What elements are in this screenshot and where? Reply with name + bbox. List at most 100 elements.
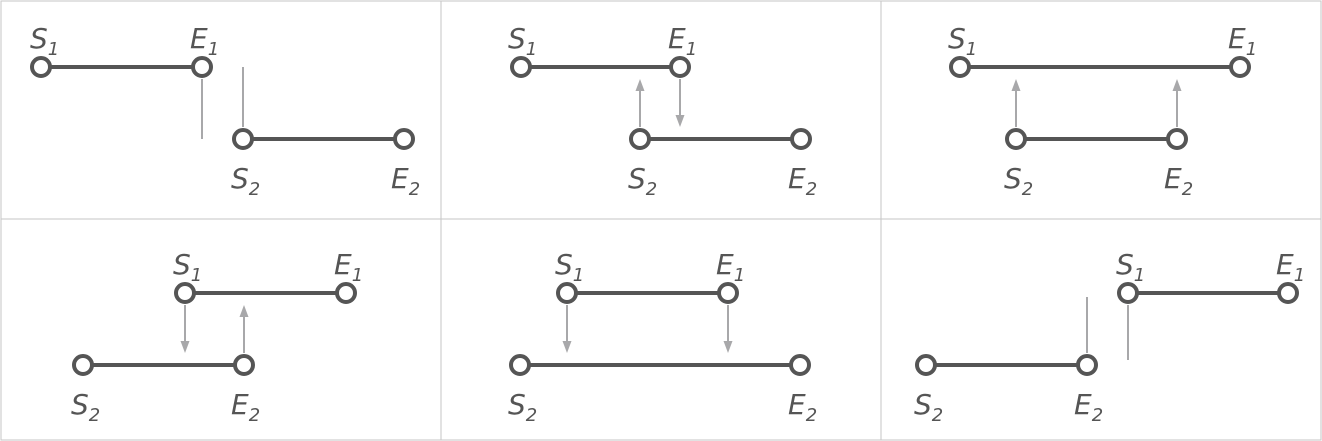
label-s1-subscript: 1 <box>48 39 59 60</box>
label-e1-letter: E <box>334 248 352 281</box>
label-s1: S1 <box>508 22 537 60</box>
start-2-node <box>915 354 937 376</box>
label-e1: E1 <box>716 248 745 286</box>
end-2-node <box>393 128 415 150</box>
label-s1: S1 <box>555 248 584 286</box>
panel-border <box>880 218 1322 441</box>
panel-border <box>880 0 1322 220</box>
label-e2-subscript: 2 <box>249 405 260 426</box>
end-1-node <box>335 282 357 304</box>
label-s1-subscript: 1 <box>1134 265 1145 286</box>
label-e1: E1 <box>668 22 697 60</box>
label-e2: E2 <box>391 162 420 200</box>
label-e1-letter: E <box>668 22 686 55</box>
label-s2-subscript: 2 <box>526 405 537 426</box>
label-e1-letter: E <box>1276 248 1294 281</box>
label-s1-letter: S <box>30 22 48 55</box>
label-e2-letter: E <box>788 388 806 421</box>
label-e1-letter: E <box>190 22 208 55</box>
connector-1-arrow-head <box>1011 79 1021 91</box>
start-1-node <box>949 56 971 78</box>
connector-2-arrow-head <box>1172 79 1182 91</box>
label-e1-subscript: 1 <box>352 265 363 286</box>
label-e1: E1 <box>190 22 219 60</box>
label-s2-subscript: 2 <box>1022 179 1033 200</box>
label-e1-subscript: 1 <box>734 265 745 286</box>
label-s1: S1 <box>173 248 202 286</box>
start-1-node <box>510 56 532 78</box>
end-1-node <box>717 282 739 304</box>
end-2-node <box>1076 354 1098 376</box>
connector-1-arrow-head <box>180 341 190 353</box>
label-s2: S2 <box>628 162 657 200</box>
start-1-node <box>1117 282 1139 304</box>
connector-2-arrow-head <box>239 305 249 317</box>
label-s2-subscript: 2 <box>932 405 943 426</box>
start-2-node <box>1005 128 1027 150</box>
panel-border <box>0 0 442 220</box>
label-s1-letter: S <box>173 248 191 281</box>
label-e1: E1 <box>1228 22 1257 60</box>
label-s1: S1 <box>30 22 59 60</box>
connector-1-arrow-head <box>562 341 572 353</box>
label-e2: E2 <box>788 388 817 426</box>
label-s1-letter: S <box>555 248 573 281</box>
label-e1-letter: E <box>716 248 734 281</box>
label-e1-letter: E <box>1228 22 1246 55</box>
label-s1-letter: S <box>1116 248 1134 281</box>
label-s1: S1 <box>1116 248 1145 286</box>
label-s1-subscript: 1 <box>191 265 202 286</box>
label-e2-letter: E <box>1074 388 1092 421</box>
end-1-node <box>1277 282 1299 304</box>
label-e1-subscript: 1 <box>1294 265 1305 286</box>
label-s1-subscript: 1 <box>966 39 977 60</box>
label-s2: S2 <box>1004 162 1033 200</box>
label-s2: S2 <box>71 388 100 426</box>
start-2-node <box>509 354 531 376</box>
label-s2-letter: S <box>508 388 526 421</box>
panel-border <box>0 218 442 441</box>
label-s1-subscript: 1 <box>573 265 584 286</box>
label-e2-subscript: 2 <box>806 179 817 200</box>
label-e2-letter: E <box>1164 162 1182 195</box>
label-e2-subscript: 2 <box>1182 179 1193 200</box>
end-1-node <box>669 56 691 78</box>
label-s2: S2 <box>231 162 260 200</box>
start-2-node <box>232 128 254 150</box>
label-e2: E2 <box>788 162 817 200</box>
label-e2-letter: E <box>231 388 249 421</box>
end-2-node <box>233 354 255 376</box>
label-e2-subscript: 2 <box>1092 405 1103 426</box>
label-e2: E2 <box>1074 388 1103 426</box>
end-1-node <box>1229 56 1251 78</box>
label-s2: S2 <box>914 388 943 426</box>
label-s2-letter: S <box>71 388 89 421</box>
label-s2-subscript: 2 <box>646 179 657 200</box>
label-e2-subscript: 2 <box>409 179 420 200</box>
label-s2-letter: S <box>1004 162 1022 195</box>
end-2-node <box>790 128 812 150</box>
panel-border <box>440 218 882 441</box>
start-2-node <box>72 354 94 376</box>
end-2-node <box>1166 128 1188 150</box>
label-s2-letter: S <box>914 388 932 421</box>
label-s2: S2 <box>508 388 537 426</box>
label-s2-letter: S <box>231 162 249 195</box>
label-e1: E1 <box>334 248 363 286</box>
label-e2: E2 <box>1164 162 1193 200</box>
start-1-node <box>174 282 196 304</box>
label-e2-letter: E <box>391 162 409 195</box>
label-e1-subscript: 1 <box>686 39 697 60</box>
label-e1: E1 <box>1276 248 1305 286</box>
label-e2-subscript: 2 <box>806 405 817 426</box>
label-s1-subscript: 1 <box>526 39 537 60</box>
label-e2-letter: E <box>788 162 806 195</box>
label-s1: S1 <box>948 22 977 60</box>
label-s1-letter: S <box>948 22 966 55</box>
